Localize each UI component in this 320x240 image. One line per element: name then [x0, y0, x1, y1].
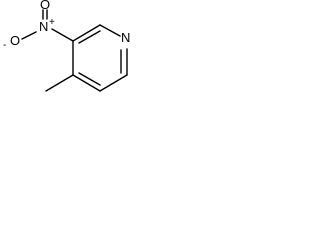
ring-nitrogen-label: N [121, 30, 130, 45]
bond-c4-c5 [72, 74, 101, 92]
bond-c2-c3-double [78, 30, 101, 44]
bond-c2-c3 [72, 24, 101, 42]
nitro-oxygen-double-label: O [40, 0, 50, 12]
bond-c5-c6 [99, 74, 128, 92]
nitro-oxygen-single-charge: - [3, 40, 6, 51]
bond-c3-nitro [51, 28, 74, 42]
nitro-nitrogen-charge: + [49, 17, 55, 28]
bond-methyl [45, 74, 74, 92]
nitro-oxygen-single-label: O [10, 33, 20, 48]
bond-nitro-o-single [21, 31, 37, 40]
molecule-structure: N N + O O - [3, 0, 130, 92]
bond-n1-c2 [99, 24, 121, 37]
bond-c4-c5-double [78, 72, 101, 86]
nitro-nitrogen-label: N [39, 19, 48, 34]
